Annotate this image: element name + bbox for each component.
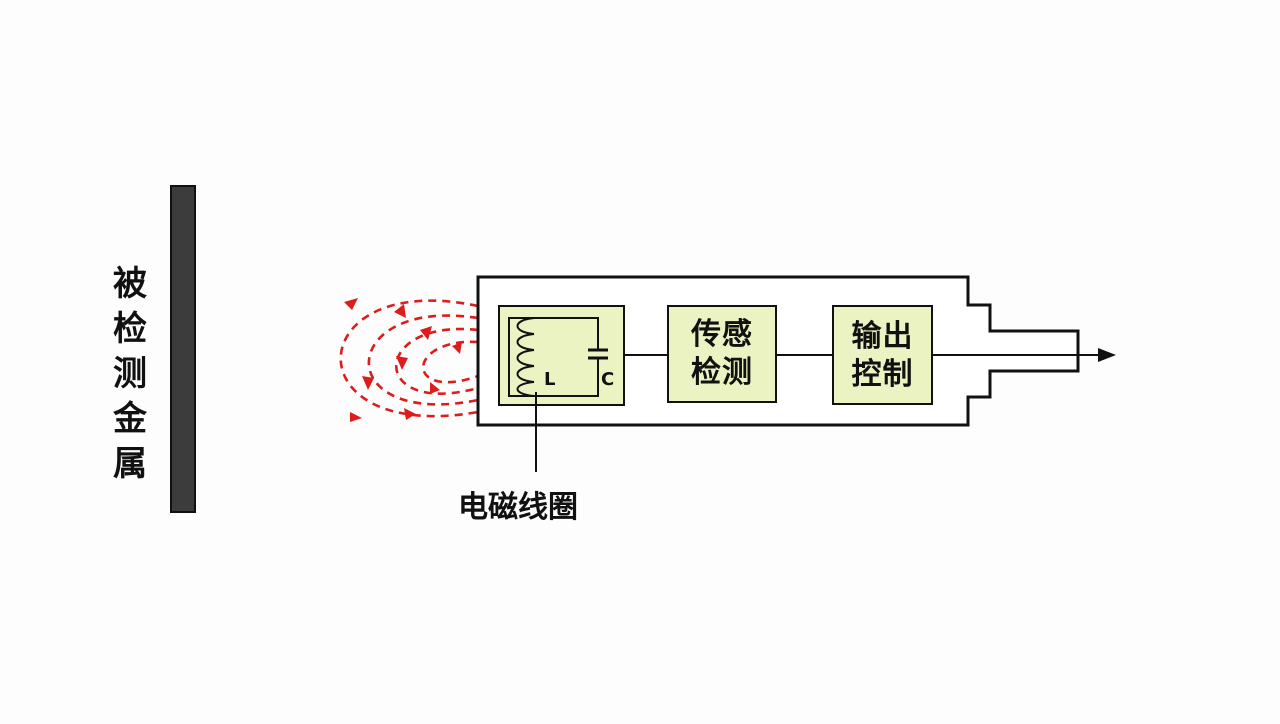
metal-label-char: 属 [113,444,147,484]
metal-label-char: 被 [113,264,147,304]
field-arrow-2 [394,304,406,318]
field-arrow-6 [362,376,374,390]
field-arc-4 [422,340,479,384]
field-arrow-9 [430,382,440,394]
coil-caption: 电磁线圈 [458,490,578,525]
field-arrow-8 [404,408,416,420]
lc-circuit [508,317,608,472]
output-control-label: 输出 控制 [833,318,932,394]
field-arc-2 [367,314,479,406]
capacitor-letter: C [601,369,615,390]
field-arc-3 [394,327,479,395]
field-arrow-7 [396,356,408,370]
magnetic-field-lines [339,299,479,418]
metal-label-char: 金 [113,399,147,439]
sensing-detection-line: 检测 [691,355,753,390]
output-arrow-head [1098,348,1116,362]
output-control-line: 输出 [851,319,914,354]
metal-label: 被 检 测 金 属 [108,262,152,487]
sensing-detection-line: 传感 [691,317,753,352]
inductor-coil [516,317,535,397]
sensing-detection-block [667,305,777,403]
field-arrow-5 [350,412,362,422]
field-arrow-3 [420,326,432,340]
metal-plate [170,185,196,513]
field-arc-1 [339,299,479,418]
sensing-detection-label: 传感 检测 [668,316,776,392]
lc-wire-right [534,317,599,350]
inductor-letter: L [544,369,556,390]
field-arrow-1 [344,298,358,310]
output-control-block [832,305,933,405]
metal-label-char: 检 [113,309,147,349]
output-control-line: 控制 [851,357,914,392]
lc-wire-top [508,317,599,397]
field-arrows [344,298,462,422]
metal-label-char: 测 [113,354,147,394]
field-arrow-4 [452,342,462,354]
